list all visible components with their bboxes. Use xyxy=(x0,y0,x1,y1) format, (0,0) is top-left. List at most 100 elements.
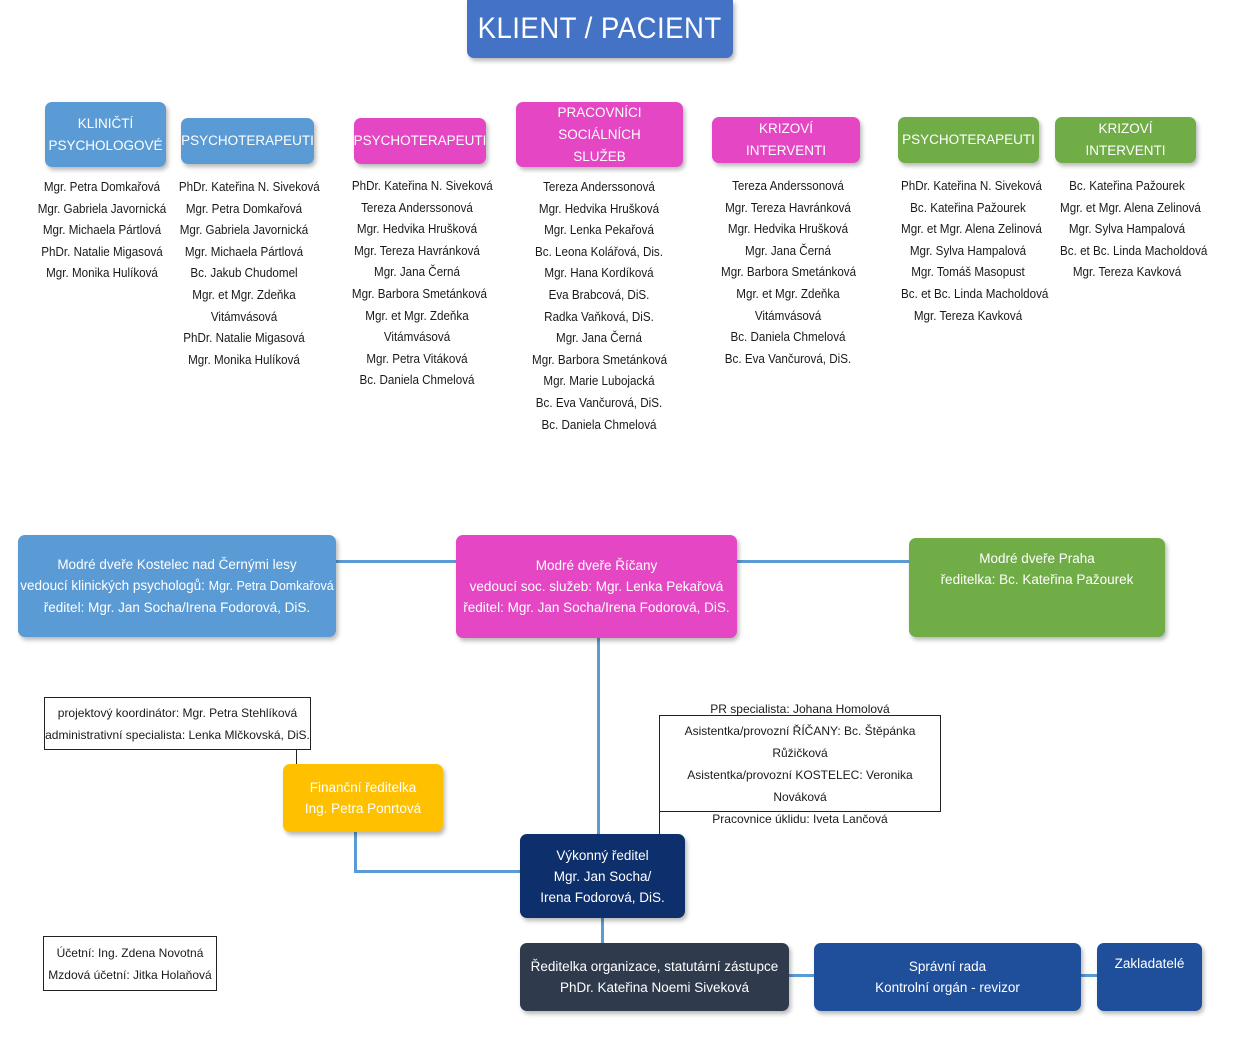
branch-kostelec-lead: vedoucí klinických psychologů: Mgr. Petr… xyxy=(20,575,333,597)
member-name: Bc. et Bc. Linda Macholdová xyxy=(1060,243,1208,258)
member-name: Tereza Anderssonová xyxy=(732,179,844,193)
admin-specialist-line: administrativní specialista: Lenka Mlčko… xyxy=(45,727,310,742)
page-title: KLIENT / PACIENT xyxy=(477,12,723,45)
connector-ricany-praha xyxy=(737,560,909,563)
header-crisis-interventionists-ricany: KRIZOVÍ INTERVENTI xyxy=(712,117,860,163)
member-name: Mgr. Monika Hulíková xyxy=(188,352,300,367)
branch-ricany-lead: vedoucí soc. služeb: Mgr. Lenka Pekařová xyxy=(469,579,724,594)
header-line: PSYCHOTERAPEUTI xyxy=(353,133,487,148)
branch-kostelec-director: ředitel: Mgr. Jan Socha/Irena Fodorová, … xyxy=(43,600,311,615)
branch-kostelec-name: Modré dveře Kostelec nad Černými lesy xyxy=(57,557,297,572)
branch-kostelec: Modré dveře Kostelec nad Černými lesy ve… xyxy=(18,535,336,637)
member-name: Mgr. Jana Černá xyxy=(374,265,460,280)
member-name: Mgr. Tomáš Masopust xyxy=(911,265,1025,280)
member-name: Mgr. Sylva Hampalová xyxy=(1068,222,1186,237)
branch-ricany: Modré dveře Říčany vedoucí soc. služeb: … xyxy=(456,535,737,638)
member-name: PhDr. Kateřina N. Siveková xyxy=(901,179,1042,193)
connector-kostelec-ricany xyxy=(336,560,458,563)
branch-ricany-director: ředitel: Mgr. Jan Socha/Irena Fodorová, … xyxy=(463,600,730,615)
member-name: Mgr. Jana Černá xyxy=(745,243,831,258)
header-line: KRIZOVÍ INTERVENTI xyxy=(745,121,826,158)
header-line: PSYCHOTERAPEUTI xyxy=(902,132,1035,147)
member-name: Bc. Daniela Chmelová xyxy=(541,417,657,432)
connector-executive-director xyxy=(601,916,604,944)
member-name: Bc. Leona Kolářová, Dis. xyxy=(535,244,663,259)
executive-director-name-2: Irena Fodorová, DiS. xyxy=(540,889,665,905)
member-name: Eva Brabcová, DiS. xyxy=(548,287,650,302)
pr-specialist-line: PR specialista: Johana Homolová xyxy=(710,701,890,716)
connector-finance-executive-v xyxy=(354,832,357,873)
header-line: SLUŽEB xyxy=(573,148,626,164)
branch-praha-name: Modré dveře Praha xyxy=(979,551,1095,566)
organization-director-box: Ředitelka organizace, statutární zástupc… xyxy=(520,943,789,1011)
member-name: Vitámvásová xyxy=(383,330,451,345)
member-name: Mgr. Lenka Pekařová xyxy=(544,223,654,238)
branch-praha-director: ředitelka: Bc. Kateřina Pažourek xyxy=(940,572,1134,587)
connector-ricany-executive xyxy=(597,637,600,835)
member-name: Vitámvásová xyxy=(210,309,278,324)
executive-director-name-1: Mgr. Jan Socha/ xyxy=(553,868,652,884)
cleaning-staff-line: Pracovnice úklidu: Iveta Lančová xyxy=(712,811,888,826)
branch-kostelec-lead-role: vedoucí klinických psychologů: xyxy=(20,578,209,593)
member-name: Mgr. Gabriela Javornická xyxy=(179,223,309,238)
branch-praha: Modré dveře Praha ředitelka: Bc. Kateřin… xyxy=(909,538,1165,637)
member-name: Mgr. Tereza Kavková xyxy=(1072,265,1182,280)
executive-director-title: Výkonný ředitel xyxy=(556,847,649,863)
header-line: PSYCHOLOGOVÉ xyxy=(48,137,163,153)
finance-director-box: Finanční ředitelka Ing. Petra Ponrtová xyxy=(283,764,443,832)
member-name: Mgr. Gabriela Javornická xyxy=(37,201,167,216)
member-name: Bc. Eva Vančurová, DiS. xyxy=(535,395,663,410)
finance-director-name: Ing. Petra Ponrtová xyxy=(304,801,422,816)
header-clinical-psychologists: KLINIČTÍ PSYCHOLOGOVÉ xyxy=(45,102,166,167)
member-name: Bc. Jakub Chudomel xyxy=(190,266,298,281)
finance-director-title: Finanční ředitelka xyxy=(309,780,417,795)
connector-coordinator-finance xyxy=(296,750,297,764)
payroll-accountant-line: Mzdová účetní: Jitka Holaňová xyxy=(48,967,212,982)
accounting-box: Účetní: Ing. Zdena Novotná Mzdová účetní… xyxy=(43,936,217,991)
member-name: Mgr. Tereza Havránková xyxy=(725,200,851,215)
header-line: KRIZOVÍ INTERVENTI xyxy=(1085,121,1166,158)
board-title: Správní rada xyxy=(908,959,987,974)
member-name: Bc. Kateřina Pažourek xyxy=(910,200,1026,215)
member-name: Mgr. Hedvika Hrušková xyxy=(538,201,660,216)
header-psychotherapists-ricany: PSYCHOTERAPEUTI xyxy=(354,118,486,164)
member-name: Mgr. Hedvika Hrušková xyxy=(356,222,478,237)
member-name: Vitámvásová xyxy=(754,308,822,323)
member-name: Mgr. Hana Kordíková xyxy=(544,266,654,281)
member-name: PhDr. Natalie Migasová xyxy=(41,244,163,259)
member-name: Mgr. Tereza Havránková xyxy=(354,243,480,258)
member-name: Mgr. et Mgr. Zdeňka xyxy=(736,286,840,301)
member-name: Mgr. Marie Lubojacká xyxy=(543,374,655,389)
member-name: Bc. Daniela Chmelová xyxy=(359,373,475,388)
executive-director-box: Výkonný ředitel Mgr. Jan Socha/ Irena Fo… xyxy=(520,834,685,918)
member-name: Bc. Daniela Chmelová xyxy=(730,330,846,345)
connector-board-founders xyxy=(1081,974,1097,977)
header-crisis-interventionists-praha: KRIZOVÍ INTERVENTI xyxy=(1055,117,1196,163)
header-line: PRACOVNÍCI SOCIÁLNÍCH xyxy=(557,104,642,142)
member-name: Mgr. Barbora Smetánková xyxy=(532,352,668,367)
member-name: Mgr. Michaela Pártlová xyxy=(184,244,304,259)
header-line: PSYCHOTERAPEUTI xyxy=(181,133,314,148)
founders-box: Zakladatelé xyxy=(1097,943,1202,1011)
branch-ricany-name: Modré dveře Říčany xyxy=(535,558,658,573)
board-box: Správní rada Kontrolní orgán - revizor xyxy=(814,943,1081,1011)
member-name: Mgr. Tereza Kavková xyxy=(913,308,1023,323)
member-name: Mgr. Barbora Smetánková xyxy=(721,265,857,280)
title-box: KLIENT / PACIENT xyxy=(467,0,733,58)
member-name: Mgr. et Mgr. Zdeňka xyxy=(192,287,296,302)
coordinator-box: projektový koordinátor: Mgr. Petra Stehl… xyxy=(44,697,311,750)
connector-pr-executive xyxy=(659,812,660,834)
member-name: Radka Vaňková, DiS. xyxy=(544,309,654,324)
member-name: Bc. et Bc. Linda Macholdová xyxy=(901,286,1049,301)
header-line: KLINIČTÍ xyxy=(77,115,134,131)
member-name: Mgr. Hedvika Hrušková xyxy=(727,222,849,237)
founders-title: Zakladatelé xyxy=(1114,956,1185,971)
branch-kostelec-lead-person: Mgr. Petra Domkařová xyxy=(208,579,334,593)
member-name: Mgr. et Mgr. Alena Zelinová xyxy=(1060,200,1201,215)
header-psychotherapists-praha: PSYCHOTERAPEUTI xyxy=(898,117,1039,163)
